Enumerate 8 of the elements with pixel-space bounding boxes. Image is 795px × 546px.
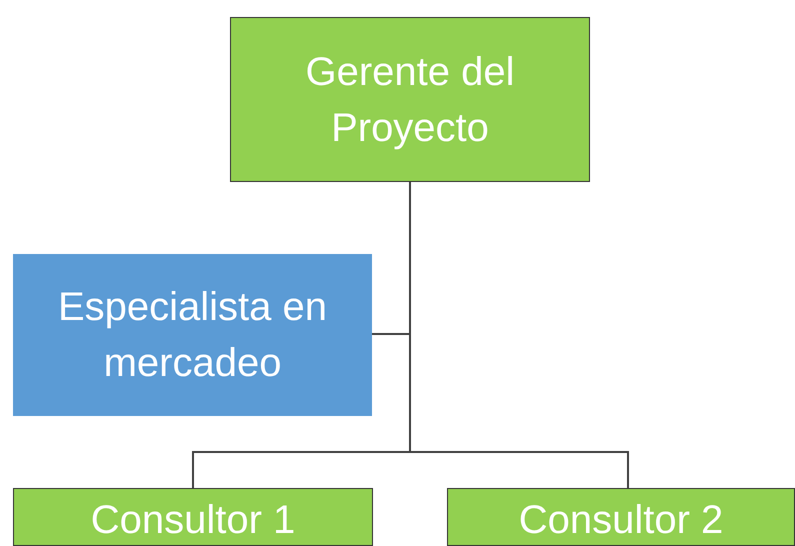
role-title: Consultor 2 bbox=[518, 497, 724, 544]
org-box bbox=[447, 488, 795, 546]
org-box bbox=[13, 254, 372, 416]
role-title: Gerente del Proyecto bbox=[304, 48, 516, 152]
role-title: Especialista en mercadeo bbox=[56, 284, 328, 387]
org-box bbox=[13, 488, 373, 546]
org-box bbox=[230, 17, 590, 182]
role-title: Consultor 1 bbox=[90, 497, 296, 544]
